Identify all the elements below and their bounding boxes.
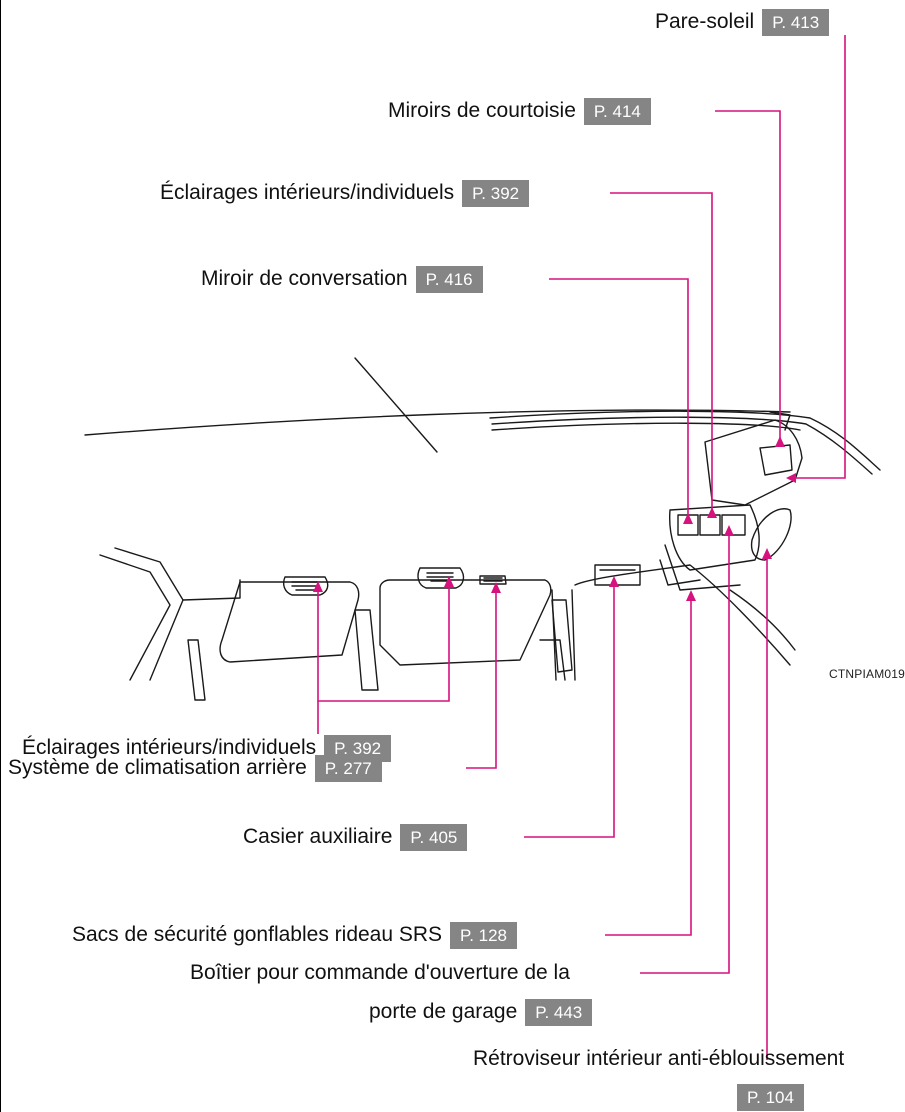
leader-climatisation [466,586,497,769]
leader-pare-soleil [790,35,846,479]
callout-sacs-securite: Sacs de sécurité gonflables rideau SRS P… [72,921,518,949]
callout-label: Miroirs de courtoisie [388,99,576,122]
callout-miroirs-courtoisie: Miroirs de courtoisie P. 414 [388,97,651,125]
page-ref-badge[interactable]: P. 277 [314,754,382,782]
page-ref-badge[interactable]: P. 405 [400,823,468,851]
callout-label: Système de climatisation arrière [8,756,307,779]
left-border-line [0,0,1,1112]
leader-casier [524,580,615,838]
leader-sacs [605,595,692,936]
page-ref-badge[interactable]: P. 104 [737,1084,804,1111]
page-ref-badge[interactable]: P. 416 [415,265,483,293]
page-ref-badge[interactable]: P. 392 [462,179,530,207]
callout-eclairages-arriere: Éclairages intérieurs/individuels P. 392 [22,734,392,762]
callout-label: Éclairages intérieurs/individuels [160,181,455,204]
page-ref-badge[interactable]: P. 413 [762,8,830,36]
callout-climatisation-arriere: Système de climatisation arrière P. 277 [8,754,382,782]
callout-casier-auxiliaire: Casier auxiliaire P. 405 [243,823,468,851]
image-code: CTNPIAM019 [829,667,905,681]
leader-miroir-conversation [549,278,689,518]
callout-boitier-garage: porte de garage P. 443 [369,998,593,1026]
callout-pare-soleil: Pare-soleil P. 413 [655,8,830,36]
callout-label: Pare-soleil [655,10,755,33]
leader-boitier [640,530,730,974]
callout-label: Casier auxiliaire [243,825,393,848]
callout-label-line2: porte de garage [369,1000,518,1023]
callout-boitier-garage-line1: Boîtier pour commande d'ouverture de la [190,961,570,984]
page-ref-badge[interactable]: P. 128 [450,921,518,949]
callout-label: Éclairages intérieurs/individuels [22,736,317,759]
page-ref-badge[interactable]: P. 414 [583,97,651,125]
leader-eclairages-arriere [317,580,450,702]
callout-retroviseur-label: Rétroviseur intérieur anti-éblouissement [473,1047,845,1070]
callout-eclairages-avant: Éclairages intérieurs/individuels P. 392 [160,179,530,207]
callout-label: Miroir de conversation [201,267,408,290]
page-ref-badge[interactable]: P. 443 [525,998,593,1026]
callout-miroir-conversation: Miroir de conversation P. 416 [201,265,483,293]
callout-label: Sacs de sécurité gonflables rideau SRS [72,923,443,946]
callout-retroviseur: P. 104 [737,1084,804,1111]
leader-miroirs-courtoisie [715,110,781,440]
leader-eclairages-avant [610,192,713,512]
